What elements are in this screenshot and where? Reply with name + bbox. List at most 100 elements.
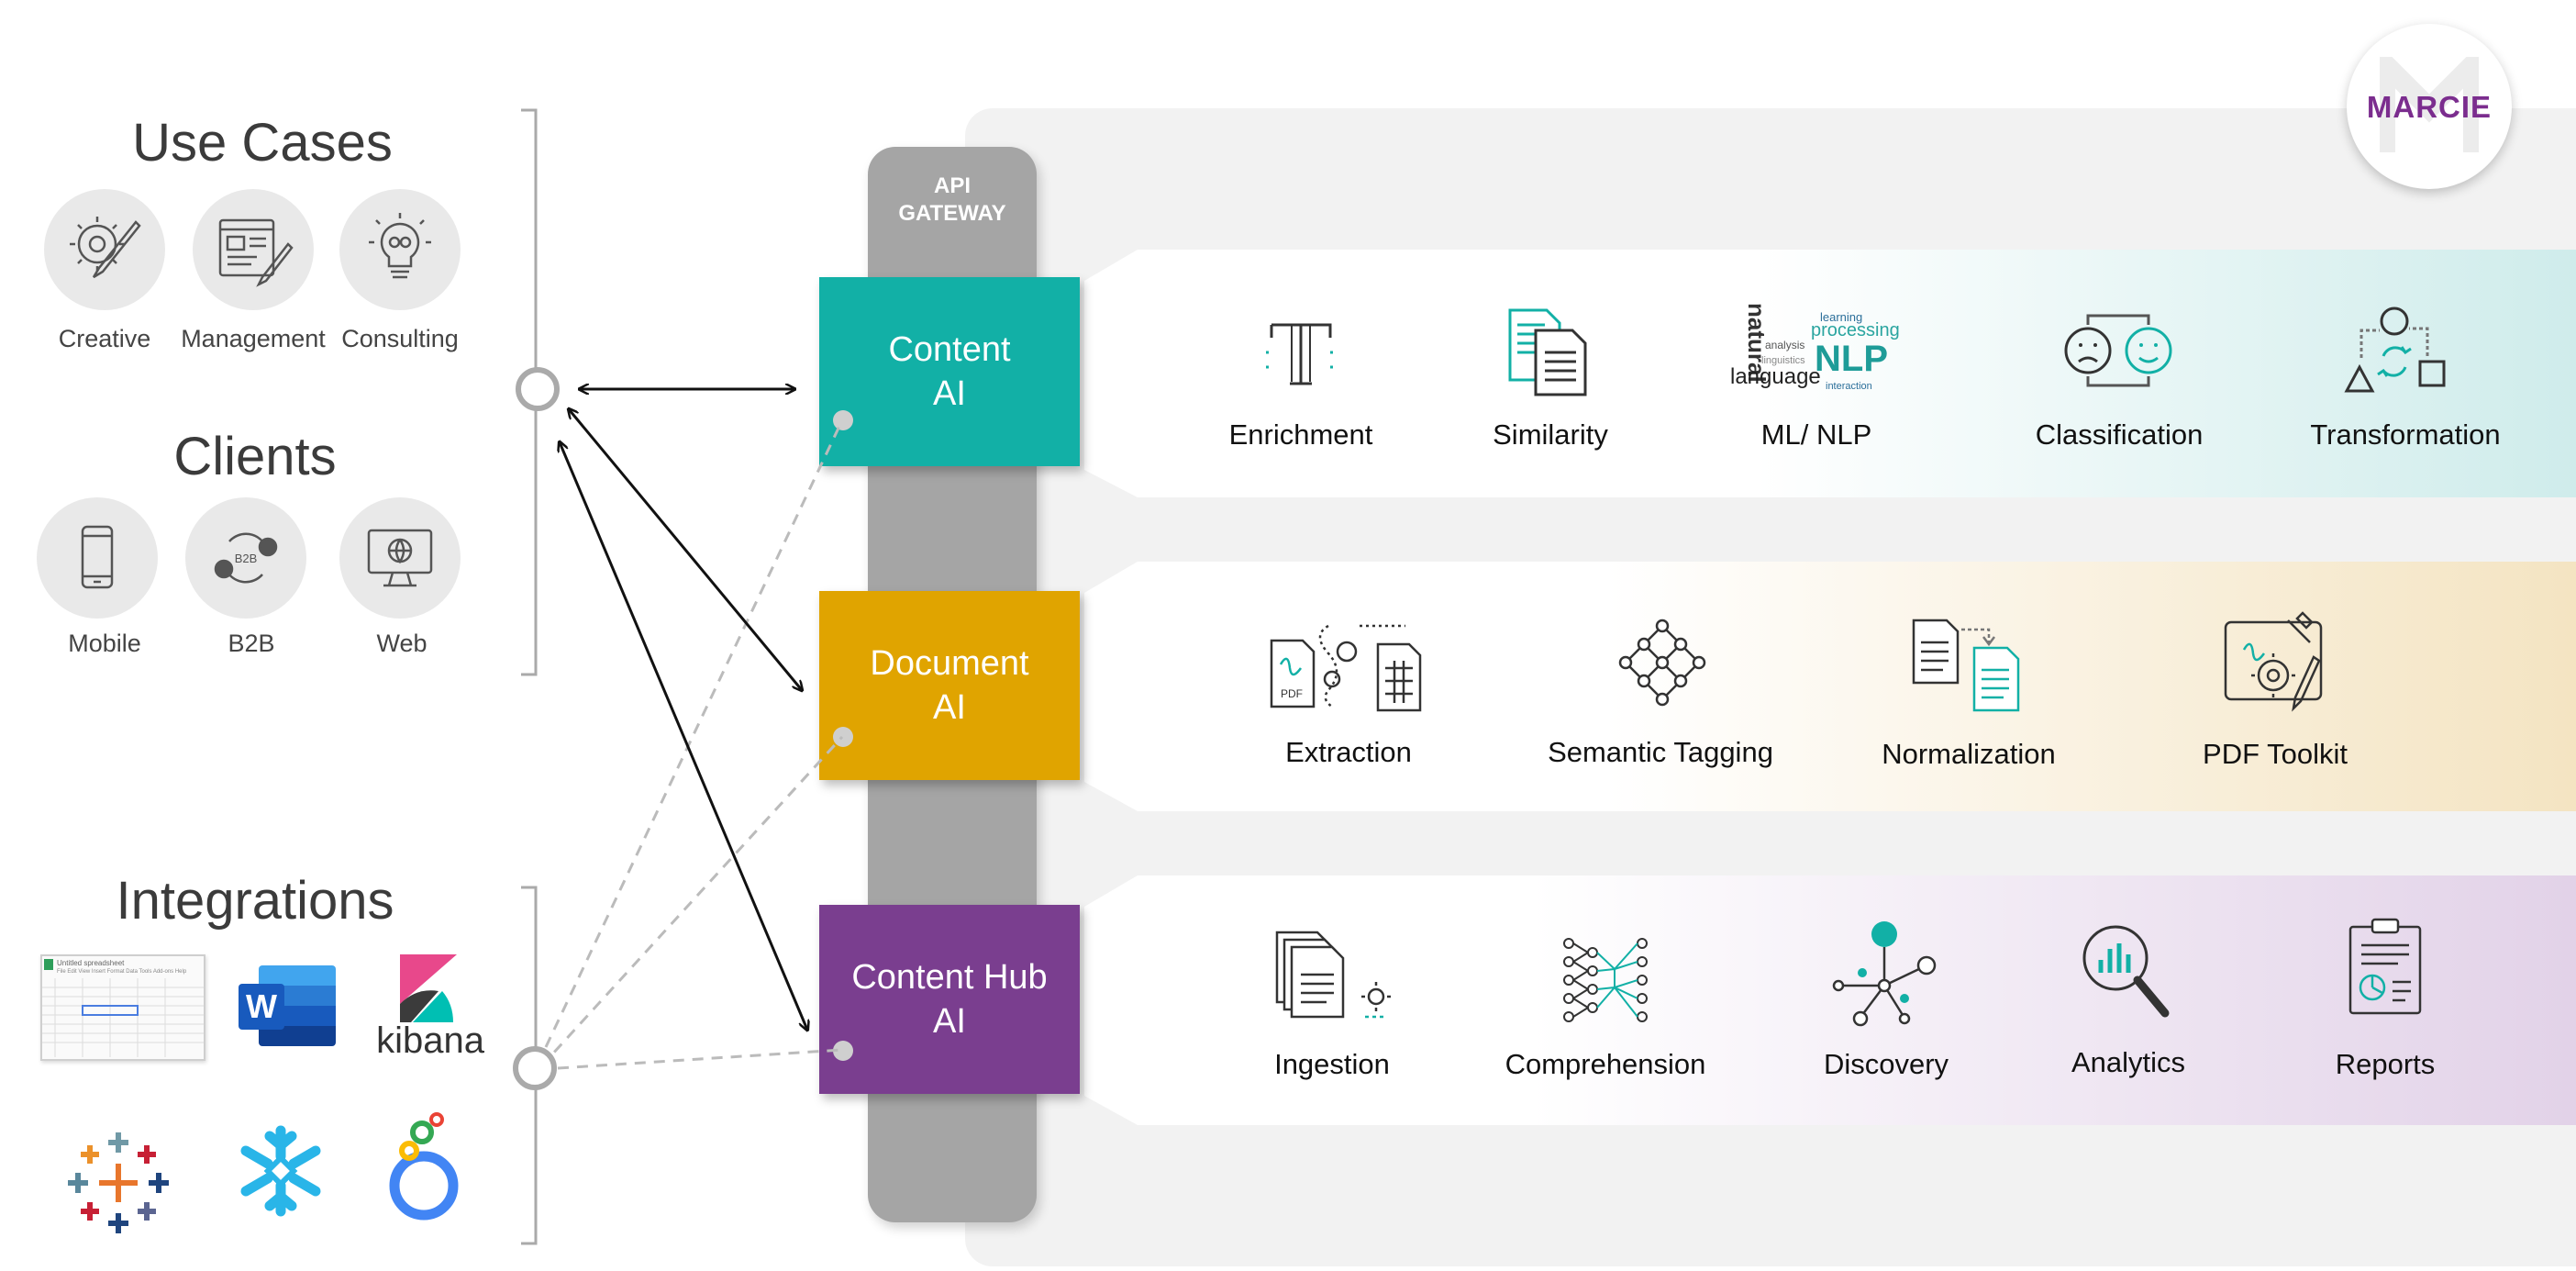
nlp-word-1: language	[1730, 364, 1821, 389]
marcie-watermark	[2380, 57, 2479, 152]
integrations-title: Integrations	[116, 871, 394, 931]
document-ai-line-2: AI	[933, 688, 966, 727]
kibana-mark	[400, 954, 457, 1022]
nlp-word-2: processing	[1811, 320, 1900, 340]
api-gateway-label: API GATEWAY	[868, 173, 1037, 228]
integrations-node[interactable]	[513, 1046, 557, 1090]
gateway-line-2: GATEWAY	[898, 201, 1006, 226]
content-ai-port	[833, 410, 853, 430]
tableau-icon[interactable]	[64, 1129, 172, 1237]
pdf-toolkit-label: PDF Toolkit	[2203, 738, 2348, 770]
sentiment-faces-icon	[2064, 314, 2172, 387]
nlp-word-5: analysis	[1765, 339, 1804, 351]
sheet-title: Untitled spreadsheet	[57, 959, 125, 967]
content-hub-ai-line-2: AI	[933, 1002, 966, 1041]
document-ai-line-1: Document	[870, 644, 1029, 683]
b2b-circle[interactable]: B2B	[185, 497, 306, 619]
management-layout-icon	[218, 218, 294, 287]
marcie-badge[interactable]: MARCIE	[2347, 24, 2512, 189]
mobile-caption: Mobile	[68, 630, 141, 657]
mobile-circle[interactable]	[37, 497, 158, 619]
dashed-link-document	[539, 735, 844, 1068]
use-cases-title: Use Cases	[132, 113, 393, 173]
gateway-line-1: API	[933, 173, 971, 198]
kibana-logo[interactable]: kibana	[371, 954, 490, 1068]
snowflake-icon[interactable]	[233, 1123, 328, 1219]
duplicate-documents-icon	[1508, 308, 1587, 396]
analytics-label: Analytics	[2071, 1046, 2186, 1078]
consulting-bulb-icon	[369, 213, 431, 279]
content-hub-ai-box[interactable]: Content Hub AI	[819, 905, 1080, 1094]
microsoft-word-icon[interactable]: W	[239, 965, 339, 1050]
sheet-grid	[42, 978, 204, 1057]
pdf-to-table-icon: PDF	[1270, 624, 1422, 712]
magnifier-chart-icon	[2082, 925, 2170, 1018]
extraction-label: Extraction	[1285, 736, 1412, 768]
looker-icon[interactable]	[385, 1110, 464, 1228]
nlp-word-4: learning	[1820, 310, 1862, 324]
dashed-link-hub	[557, 1048, 843, 1070]
b2b-caption: B2B	[228, 630, 275, 657]
reports-label: Reports	[2335, 1048, 2436, 1080]
document-ai-box[interactable]: Document AI	[819, 591, 1080, 780]
document-ai-port	[833, 727, 853, 747]
web-monitor-icon	[367, 529, 433, 587]
svg-text:PDF: PDF	[1281, 687, 1303, 700]
content-hub-ai-band	[1084, 875, 2576, 1125]
creative-caption: Creative	[58, 325, 151, 352]
kibana-wordmark: kibana	[376, 1020, 484, 1061]
creative-gear-pencil-icon	[70, 217, 141, 279]
semantic-tagging-label: Semantic Tagging	[1548, 736, 1773, 768]
discovery-label: Discovery	[1823, 1048, 1949, 1080]
creative-circle[interactable]	[44, 189, 165, 310]
comprehension-label: Comprehension	[1505, 1048, 1706, 1080]
nlp-word-3: NLP	[1815, 339, 1888, 379]
clients-title: Clients	[173, 427, 337, 486]
content-ai-box[interactable]: Content AI	[819, 277, 1080, 466]
content-ai-line-2: AI	[933, 374, 966, 413]
similarity-label: Similarity	[1493, 418, 1608, 451]
node-graph-icon	[1618, 619, 1706, 707]
nlp-word-6: interaction	[1826, 381, 1872, 392]
content-hub-ai-port	[833, 1041, 853, 1061]
web-circle[interactable]	[339, 497, 461, 619]
management-caption: Management	[181, 325, 326, 352]
ingestion-label: Ingestion	[1274, 1048, 1390, 1080]
b2b-exchange-icon: B2B	[214, 532, 278, 584]
dashed-link-content	[536, 419, 844, 1065]
mobile-phone-icon	[81, 525, 114, 589]
b2b-badge: B2B	[235, 552, 258, 565]
nlp-word-7: linguistics	[1761, 355, 1805, 366]
typography-t-icon	[1266, 323, 1336, 385]
ml-nlp-label: ML/ NLP	[1760, 418, 1872, 451]
word-letter: W	[239, 984, 284, 1030]
classification-label: Classification	[2035, 418, 2204, 451]
web-caption: Web	[376, 630, 427, 657]
google-sheets-icon[interactable]: Untitled spreadsheet File Edit View Inse…	[40, 954, 205, 1061]
document-convert-icon	[1912, 619, 2020, 712]
neural-network-icon	[1563, 938, 1648, 1022]
document-stack-gear-icon	[1275, 931, 1391, 1019]
shape-transform-icon	[2344, 307, 2446, 393]
clipboard-report-icon	[2348, 918, 2422, 1015]
nlp-word-0: natural	[1743, 303, 1771, 383]
enrichment-label: Enrichment	[1228, 418, 1373, 451]
clients-node[interactable]	[516, 367, 560, 411]
sheet-menu: File Edit View Insert Format Data Tools …	[57, 969, 187, 975]
marcie-wordmark: MARCIE	[2366, 90, 2493, 124]
management-circle[interactable]	[193, 189, 314, 310]
transformation-label: Transformation	[2310, 418, 2501, 451]
content-hub-ai-line-1: Content Hub	[851, 958, 1048, 997]
content-ai-band	[1084, 250, 2576, 497]
consulting-caption: Consulting	[341, 325, 459, 352]
normalization-label: Normalization	[1882, 738, 2056, 770]
content-ai-line-1: Content	[888, 330, 1011, 369]
consulting-circle[interactable]	[339, 189, 461, 310]
document-ai-band	[1084, 562, 2576, 811]
pdf-tools-icon	[2224, 611, 2323, 712]
hub-network-icon	[1832, 921, 1937, 1027]
arrow-to-content-hub-ai	[560, 442, 807, 1030]
nlp-word-cloud-icon: natural language processing NLP learning…	[1730, 303, 1900, 392]
